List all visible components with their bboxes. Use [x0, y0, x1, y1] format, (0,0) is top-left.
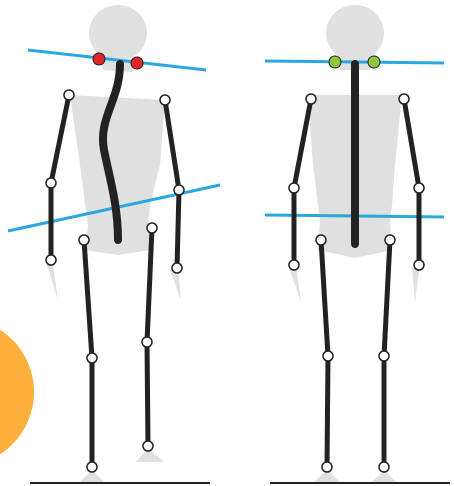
right-left-foot-silhouette [312, 470, 342, 484]
left-right-hand-silhouette [170, 266, 181, 300]
left-torso-silhouette [70, 95, 165, 255]
left-upper-arm-right [162, 97, 182, 193]
right-shoulder-joint-r [398, 93, 410, 105]
right-upper-arm-left [291, 96, 314, 191]
left-knee-joint-r [141, 336, 153, 348]
left-wrist-joint-r [171, 262, 183, 274]
left-elbow-joint-l [45, 177, 57, 189]
right-hip-joint-l [315, 234, 327, 246]
shoulder-joint-marker-icon [92, 52, 106, 66]
right-head-silhouette [326, 5, 384, 61]
left-right-foot-silhouette [136, 448, 164, 462]
left-figure [7, 5, 221, 484]
right-shin-left [324, 353, 331, 470]
right-figure [264, 5, 450, 484]
right-knee-joint-r [378, 350, 390, 362]
left-shin-right [144, 339, 151, 449]
left-upper-arm-left [48, 92, 72, 186]
right-shoulder-markers [328, 55, 381, 69]
left-skeleton-limbs [48, 92, 182, 470]
right-wrist-joint-r [413, 259, 425, 271]
left-head-silhouette [89, 5, 147, 61]
right-wrist-joint-l [288, 259, 300, 271]
right-right-foot-silhouette [370, 470, 398, 484]
left-left-foot-silhouette [78, 470, 106, 484]
left-shoulder-markers [92, 52, 144, 70]
shoulder-joint-marker-icon [130, 56, 144, 70]
right-upper-arm-right [401, 96, 422, 191]
left-wrist-joint-l [45, 254, 57, 266]
left-ankle-joint-l [86, 461, 98, 473]
left-left-hand-silhouette [46, 258, 58, 300]
right-ankle-joint-r [378, 461, 390, 473]
left-forearm-right [174, 187, 182, 271]
left-thigh-right [144, 225, 155, 345]
right-thigh-left [318, 237, 331, 359]
right-left-hand-silhouette [289, 264, 301, 302]
right-thigh-right [381, 237, 393, 359]
left-curved-spine [98, 60, 124, 244]
accent-circle [0, 329, 34, 455]
right-shoulder-joint-l [305, 93, 317, 105]
right-right-hand-silhouette [412, 264, 420, 302]
right-elbow-joint-r [413, 182, 425, 194]
right-ankle-joint-l [321, 461, 333, 473]
left-body-silhouette [46, 5, 181, 484]
left-thigh-left [81, 237, 95, 361]
right-elbow-joint-l [288, 182, 300, 194]
left-knee-joint-l [86, 352, 98, 364]
left-hip-joint-r [146, 222, 158, 234]
left-joints [45, 89, 185, 473]
left-shoulder-joint-l [63, 89, 75, 101]
right-hip-joint-r [384, 234, 396, 246]
right-skeleton-limbs [291, 96, 422, 470]
left-shoulder-alignment-line [27, 48, 207, 72]
left-shoulder-joint-r [159, 94, 171, 106]
right-knee-joint-l [322, 350, 334, 362]
left-ankle-joint-r [142, 440, 154, 452]
left-hip-joint-l [78, 234, 90, 246]
right-joints [288, 93, 425, 473]
shoulder-joint-marker-icon [367, 55, 381, 69]
left-elbow-joint-r [173, 184, 185, 196]
shoulder-joint-marker-icon [328, 55, 342, 69]
